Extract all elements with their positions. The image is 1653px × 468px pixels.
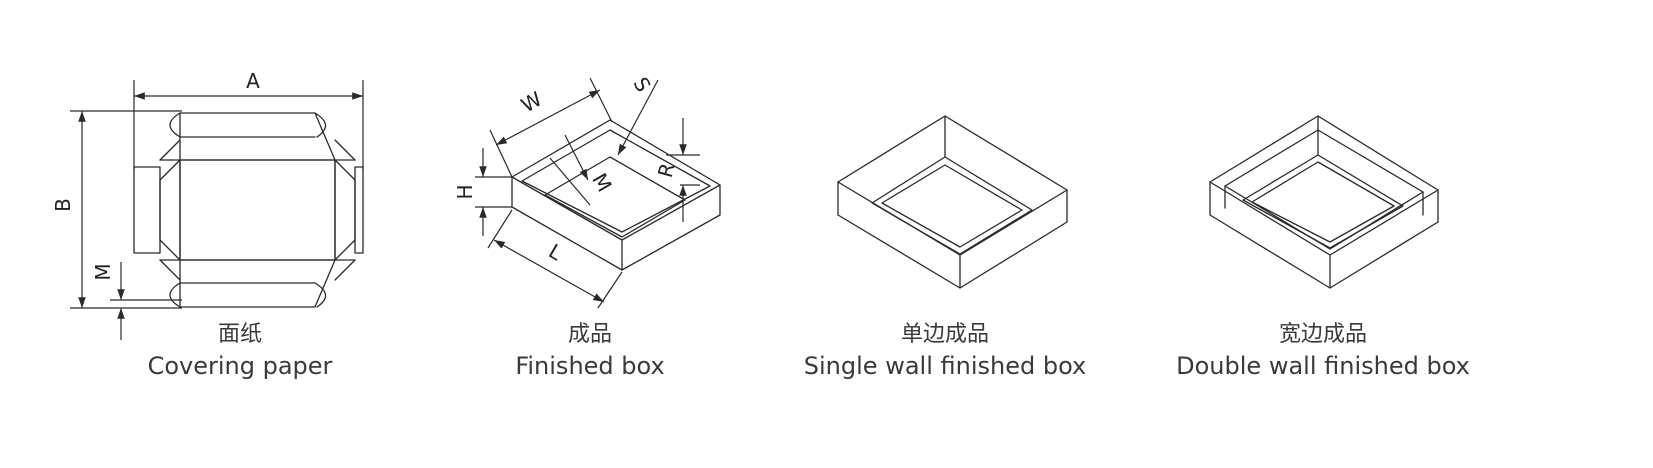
caption-zh: 成品 <box>567 322 612 347</box>
dimension-w-label: W <box>517 86 546 117</box>
dimension-w: W <box>489 77 613 178</box>
caption-zh: 面纸 <box>217 322 262 347</box>
caption-en: Double wall finished box <box>1176 352 1470 380</box>
single-wall-box <box>837 115 1068 289</box>
dimension-a-label: A <box>246 69 260 93</box>
caption-single-wall-box: 单边成品 Single wall finished box <box>775 320 1115 382</box>
caption-en: Covering paper <box>147 352 333 380</box>
dimension-r-label: R <box>653 160 680 180</box>
caption-en: Finished box <box>515 352 665 380</box>
dimension-b-label: B <box>51 198 75 212</box>
caption-double-wall-box: 宽边成品 Double wall finished box <box>1153 320 1493 382</box>
dimension-m-paper-label: M <box>91 263 115 280</box>
dimension-m-box-label: M <box>587 169 616 196</box>
caption-en: Single wall finished box <box>803 352 1087 380</box>
caption-finished-box: 成品 Finished box <box>420 320 760 382</box>
dimension-l-label: L <box>545 239 567 266</box>
double-wall-box <box>1209 115 1439 289</box>
dimension-s: S <box>617 73 659 156</box>
caption-zh: 单边成品 <box>900 322 989 347</box>
caption-zh: 宽边成品 <box>1278 322 1367 347</box>
dimension-m-paper: M <box>91 262 182 340</box>
finished-box <box>511 119 721 271</box>
caption-covering-paper: 面纸 Covering paper <box>70 320 410 382</box>
dimension-a: A <box>133 69 364 170</box>
covering-paper-net <box>133 112 364 308</box>
dimension-h-label: H <box>453 184 477 199</box>
dimension-h: H <box>453 148 512 236</box>
dimension-r: R <box>653 118 700 222</box>
dimension-b: B <box>51 110 182 309</box>
